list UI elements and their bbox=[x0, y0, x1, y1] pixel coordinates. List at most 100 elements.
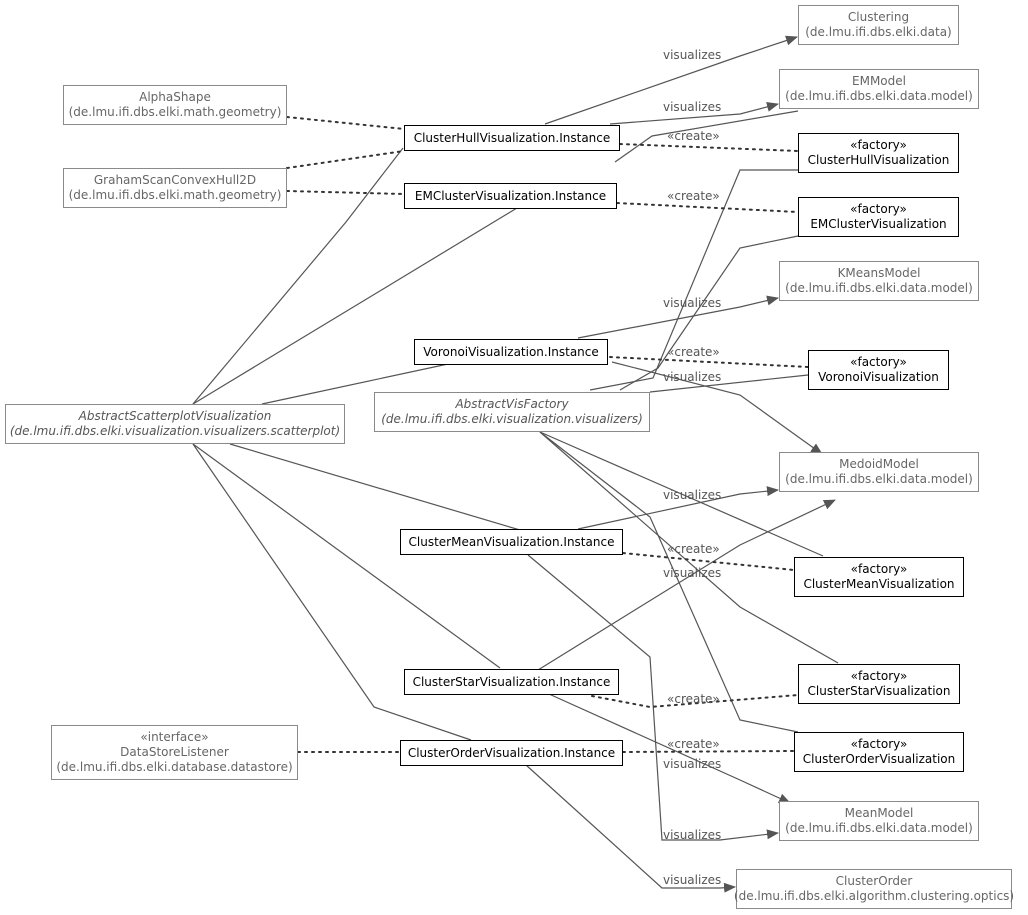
inheritance-edge bbox=[539, 431, 799, 733]
node-alphashape-package: (de.lmu.ifi.dbs.elki.math.geometry) bbox=[68, 105, 282, 119]
node-visfactory[interactable]: AbstractVisFactory (de.lmu.ifi.dbs.elki.… bbox=[374, 392, 650, 432]
inheritance-edge bbox=[192, 207, 518, 405]
inheritance-edge bbox=[539, 431, 839, 664]
node-em-factory-name: EMClusterVisualization bbox=[810, 217, 947, 231]
node-medoidmodel[interactable]: MedoidModel (de.lmu.ifi.dbs.elki.data.mo… bbox=[779, 452, 979, 492]
inheritance-edge bbox=[192, 443, 501, 669]
edge-label-visualizes: visualizes bbox=[663, 828, 722, 842]
node-emmodel-name: EMModel bbox=[852, 74, 906, 88]
edge-label-create: «create» bbox=[667, 542, 720, 556]
node-mean-factory[interactable]: «factory» ClusterMeanVisualization bbox=[794, 557, 964, 597]
node-voronoi-instance-name: VoronoiVisualization.Instance bbox=[423, 344, 599, 359]
node-visfactory-name: AbstractVisFactory bbox=[455, 397, 569, 411]
node-graham[interactable]: GrahamScanConvexHull2D (de.lmu.ifi.dbs.e… bbox=[63, 168, 287, 208]
node-emmodel-package: (de.lmu.ifi.dbs.elki.data.model) bbox=[785, 89, 973, 103]
dependency-edge bbox=[619, 143, 799, 152]
edge-label-create: «create» bbox=[667, 692, 720, 706]
node-mean-instance-name: ClusterMeanVisualization.Instance bbox=[408, 534, 615, 549]
association-edge bbox=[548, 693, 791, 804]
association-edge bbox=[544, 35, 798, 125]
node-star-factory[interactable]: «factory» ClusterStarVisualization bbox=[798, 664, 960, 704]
node-graham-package: (de.lmu.ifi.dbs.elki.math.geometry) bbox=[68, 188, 282, 202]
edge-label-create: «create» bbox=[667, 737, 720, 751]
inheritance-edge bbox=[192, 147, 404, 405]
dependency-edge bbox=[622, 552, 795, 571]
dependency-edge bbox=[609, 356, 809, 368]
association-edge bbox=[609, 101, 779, 125]
node-meanmodel[interactable]: MeanModel (de.lmu.ifi.dbs.elki.data.mode… bbox=[779, 801, 979, 841]
node-order-factory[interactable]: «factory» ClusterOrderVisualization bbox=[794, 732, 964, 772]
node-order-factory-name: ClusterOrderVisualization bbox=[802, 752, 956, 766]
node-clusterorder[interactable]: ClusterOrder (de.lmu.ifi.dbs.elki.algori… bbox=[733, 869, 1015, 909]
edge-label-visualizes: visualizes bbox=[663, 100, 722, 114]
inheritance-edge bbox=[539, 431, 824, 557]
dependency-edge bbox=[286, 150, 405, 169]
node-star-factory-stereotype: «factory» bbox=[850, 669, 908, 683]
node-kmeansmodel-package: (de.lmu.ifi.dbs.elki.data.model) bbox=[785, 281, 973, 295]
node-medoidmodel-name: MedoidModel bbox=[839, 457, 919, 471]
node-em-factory[interactable]: «factory» EMClusterVisualization bbox=[798, 197, 959, 237]
node-datastore[interactable]: «interface» DataStoreListener (de.lmu.if… bbox=[51, 725, 298, 780]
node-visfactory-package: (de.lmu.ifi.dbs.elki.visualization.visua… bbox=[381, 412, 643, 426]
edge-label-visualizes: visualizes bbox=[663, 296, 722, 310]
edge-label-visualizes: visualizes bbox=[663, 757, 722, 771]
node-hull-factory-stereotype: «factory» bbox=[850, 138, 907, 152]
association-edge bbox=[577, 295, 779, 339]
node-datastore-stereotype: «interface» bbox=[140, 730, 209, 744]
node-order-instance[interactable]: ClusterOrderVisualization.Instance bbox=[400, 740, 623, 766]
association-edge bbox=[577, 486, 779, 530]
edge-label-create: «create» bbox=[667, 129, 720, 143]
node-graham-name: GrahamScanConvexHull2D bbox=[93, 173, 257, 187]
node-star-factory-name: ClusterStarVisualization bbox=[807, 684, 951, 698]
node-alphashape-name: AlphaShape bbox=[139, 90, 211, 104]
node-mean-factory-name: ClusterMeanVisualization bbox=[803, 577, 955, 591]
node-voronoi-factory[interactable]: «factory» VoronoiVisualization bbox=[808, 350, 949, 390]
node-hull-instance[interactable]: ClusterHullVisualization.Instance bbox=[404, 125, 620, 151]
node-hull-factory-name: ClusterHullVisualization bbox=[807, 153, 950, 167]
node-meanmodel-package: (de.lmu.ifi.dbs.elki.data.model) bbox=[785, 821, 973, 835]
node-kmeansmodel[interactable]: KMeansModel (de.lmu.ifi.dbs.elki.data.mo… bbox=[779, 261, 979, 301]
node-voronoi-factory-name: VoronoiVisualization bbox=[818, 370, 939, 384]
inheritance-edge bbox=[261, 363, 449, 405]
association-edge bbox=[525, 764, 736, 893]
node-mean-factory-stereotype: «factory» bbox=[850, 562, 908, 576]
inheritance-edge bbox=[229, 443, 521, 531]
node-datastore-package: (de.lmu.ifi.dbs.elki.database.datastore) bbox=[56, 760, 293, 774]
node-kmeansmodel-name: KMeansModel bbox=[837, 266, 921, 280]
dependency-edge bbox=[286, 190, 405, 195]
node-clustering-package: (de.lmu.ifi.dbs.elki.data) bbox=[805, 25, 952, 39]
node-star-instance[interactable]: ClusterStarVisualization.Instance bbox=[404, 669, 619, 695]
edge-label-visualizes: visualizes bbox=[663, 566, 722, 580]
dependency-edge bbox=[286, 116, 405, 130]
node-star-instance-name: ClusterStarVisualization.Instance bbox=[412, 674, 611, 689]
node-clustering[interactable]: Clustering (de.lmu.ifi.dbs.elki.data) bbox=[798, 5, 959, 45]
node-mean-instance[interactable]: ClusterMeanVisualization.Instance bbox=[400, 529, 623, 555]
edge-label-visualizes: visualizes bbox=[663, 873, 722, 887]
dependency-edge bbox=[622, 750, 795, 753]
node-alphashape[interactable]: AlphaShape (de.lmu.ifi.dbs.elki.math.geo… bbox=[63, 85, 287, 125]
node-hull-factory[interactable]: «factory» ClusterHullVisualization bbox=[798, 133, 959, 173]
node-datastore-name: DataStoreListener bbox=[120, 745, 229, 759]
inheritance-edge bbox=[614, 110, 799, 163]
node-voronoi-factory-stereotype: «factory» bbox=[850, 355, 907, 369]
node-voronoi-instance[interactable]: VoronoiVisualization.Instance bbox=[414, 339, 608, 365]
node-em-instance[interactable]: EMClusterVisualization.Instance bbox=[404, 183, 617, 209]
node-clusterorder-name: ClusterOrder bbox=[835, 874, 913, 888]
node-meanmodel-name: MeanModel bbox=[844, 806, 914, 820]
node-scatter-name: AbstractScatterplotVisualization bbox=[78, 409, 272, 423]
edge-label-visualizes: visualizes bbox=[663, 48, 722, 62]
node-order-instance-name: ClusterOrderVisualization.Instance bbox=[407, 745, 616, 760]
node-emmodel[interactable]: EMModel (de.lmu.ifi.dbs.elki.data.model) bbox=[779, 69, 979, 109]
node-scatter[interactable]: AbstractScatterplotVisualization (de.lmu… bbox=[5, 404, 345, 444]
node-clustering-name: Clustering bbox=[847, 10, 910, 24]
node-medoidmodel-package: (de.lmu.ifi.dbs.elki.data.model) bbox=[785, 472, 973, 486]
edges-layer bbox=[192, 35, 839, 893]
inheritance-edge bbox=[649, 374, 809, 393]
edge-label-visualizes: visualizes bbox=[663, 488, 722, 502]
edge-label-create: «create» bbox=[667, 345, 720, 359]
node-clusterorder-package: (de.lmu.ifi.dbs.elki.algorithm.clusterin… bbox=[733, 889, 1015, 903]
edge-label-create: «create» bbox=[667, 189, 720, 203]
dependency-edge bbox=[616, 202, 799, 213]
node-scatter-package: (de.lmu.ifi.dbs.elki.visualization.visua… bbox=[9, 424, 341, 438]
